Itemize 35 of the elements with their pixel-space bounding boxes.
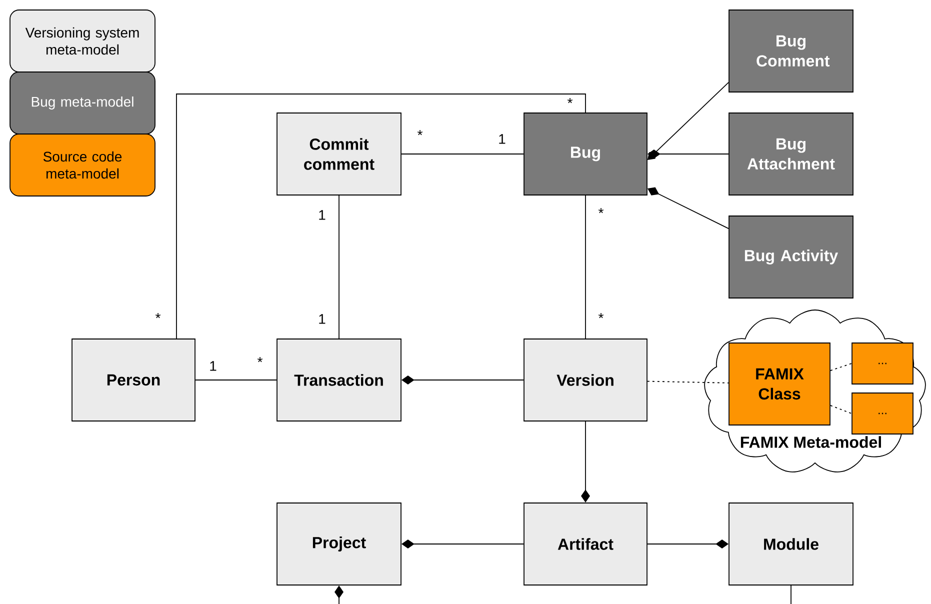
multiplicity: 1 [319, 314, 326, 324]
class-box: Version [524, 338, 648, 422]
ellipsis-box: ... [852, 342, 914, 384]
cloud-label: FAMIX Meta-model [740, 436, 881, 448]
multiplicity: 1 [210, 361, 216, 371]
association-line [790, 585, 792, 604]
association-line [176, 94, 586, 339]
association-line [585, 195, 586, 339]
dotted-line [647, 380, 729, 384]
class-box: Person [72, 338, 196, 422]
association-line [338, 195, 340, 339]
class-box: Project [276, 502, 402, 586]
class-box: FAMIX Class [728, 342, 830, 426]
multiplicity: * [156, 313, 161, 318]
dotted-line [830, 405, 852, 414]
multiplicity: * [418, 130, 423, 136]
legend-text: Bug meta-model [32, 96, 134, 110]
class-box: Bug Comment [728, 10, 854, 92]
class-box: Bug Attachment [728, 112, 854, 196]
legend-text: Source code meta-model [43, 151, 122, 179]
multiplicity: * [598, 208, 604, 214]
class-box: Transaction [276, 338, 402, 422]
legend-text: Versioning system meta-model [25, 27, 139, 55]
dotted-line [830, 363, 852, 371]
multiplicity: * [598, 313, 604, 318]
class-box: Module [728, 502, 854, 586]
class-box: Bug [524, 112, 648, 196]
class-box: Commit comment [276, 112, 402, 196]
class-box: Bug Activity [728, 216, 854, 298]
multiplicity: 1 [319, 210, 326, 220]
multiplicity: * [258, 357, 263, 362]
multiplicity: * [568, 98, 573, 104]
multiplicity: 1 [499, 134, 506, 144]
ellipsis-box: ... [852, 392, 914, 434]
class-box: Artifact [524, 502, 648, 586]
